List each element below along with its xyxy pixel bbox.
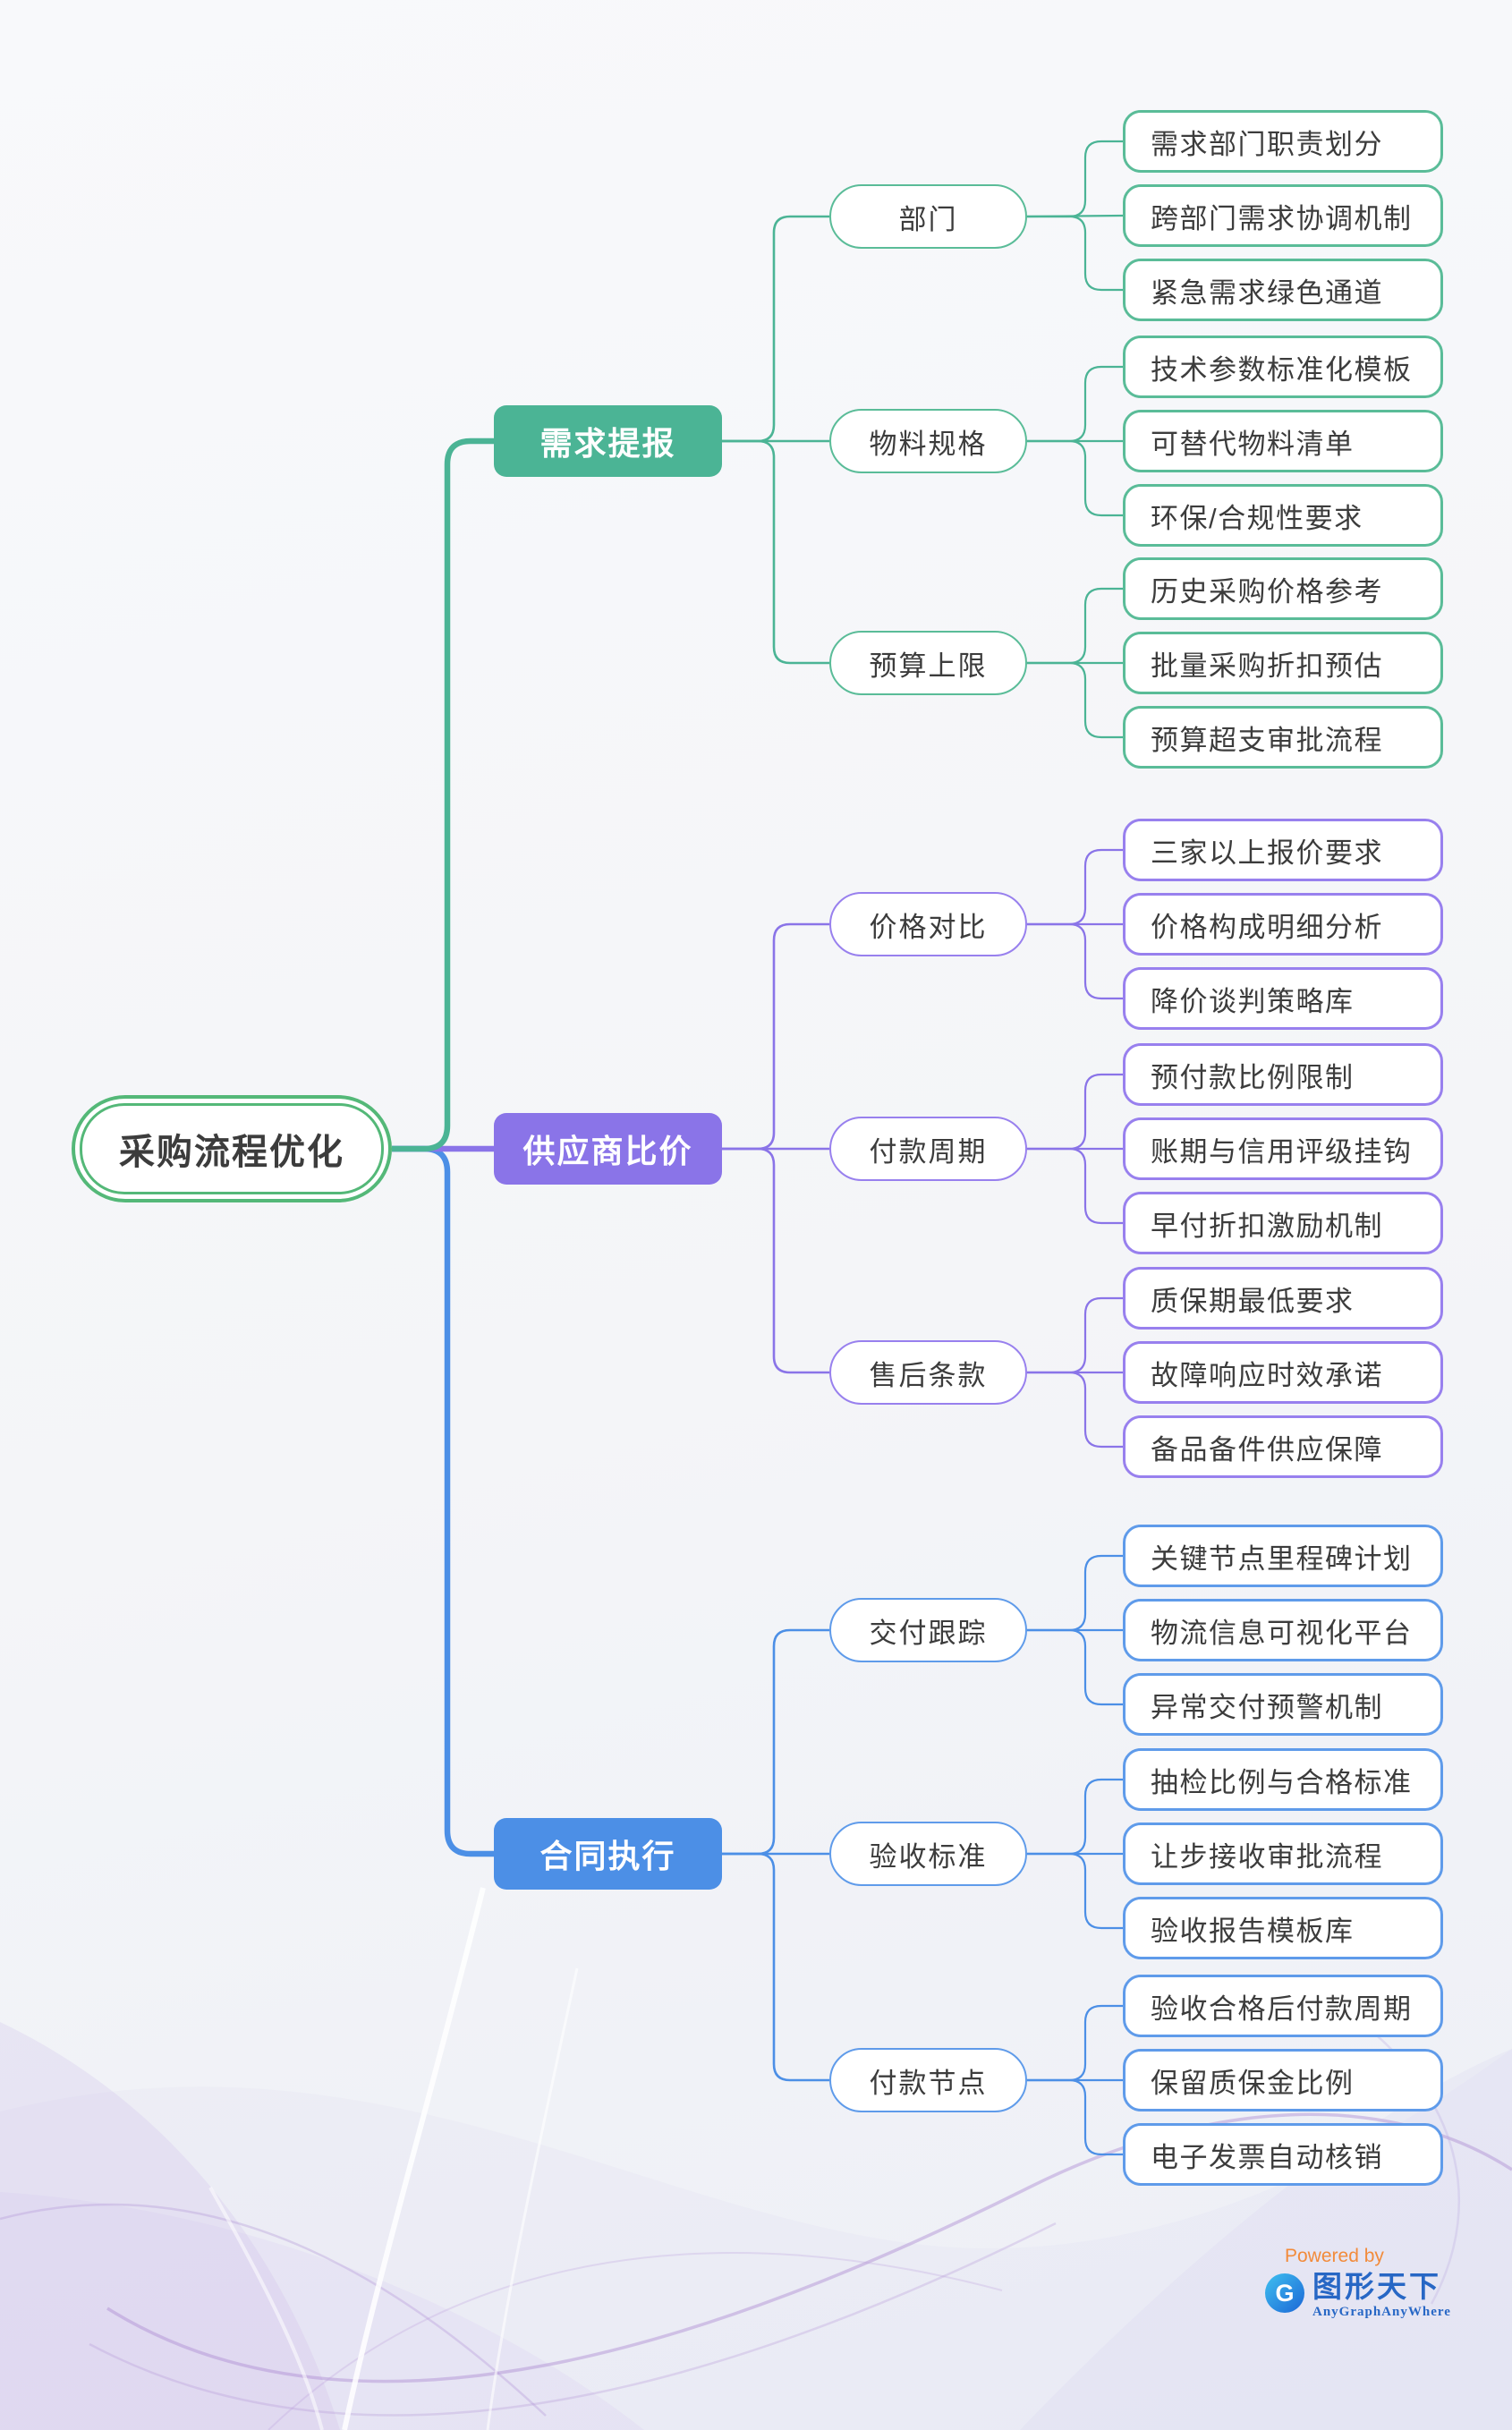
leaf-label: 价格构成明细分析 [1151,911,1383,943]
brand-name: 图形天下 [1312,2270,1441,2303]
leaf-node[interactable]: 三家以上报价要求 [1123,819,1443,881]
leaf-label: 验收报告模板库 [1151,1915,1355,1947]
leaf-node[interactable]: 预付款比例限制 [1123,1043,1443,1106]
topic-node[interactable]: 验收标准 [829,1822,1027,1886]
leaf-label: 保留质保金比例 [1151,2067,1355,2099]
leaf-label: 物流信息可视化平台 [1151,1617,1413,1649]
leaf-node[interactable]: 降价谈判策略库 [1123,967,1443,1030]
leaf-node[interactable]: 质保期最低要求 [1123,1267,1443,1330]
leaf-node[interactable]: 技术参数标准化模板 [1123,336,1443,398]
branch-node[interactable]: 供应商比价 [494,1113,722,1185]
topic-label: 部门 [898,203,958,235]
leaf-label: 可替代物料清单 [1151,428,1355,460]
topic-node[interactable]: 部门 [829,184,1027,249]
leaf-label: 预付款比例限制 [1151,1061,1355,1093]
root-label: 采购流程优化 [80,1103,384,1194]
leaf-node[interactable]: 验收合格后付款周期 [1123,1975,1443,2037]
watermark[interactable]: Powered by G 图形天下 AnyGraphAnyWhere [1263,2246,1451,2320]
leaf-label: 抽检比例与合格标准 [1151,1766,1413,1798]
leaf-node[interactable]: 物流信息可视化平台 [1123,1599,1443,1661]
branch-label: 需求提报 [539,425,676,462]
topic-node[interactable]: 付款节点 [829,2048,1027,2112]
leaf-label: 需求部门职责划分 [1151,128,1383,160]
leaf-node[interactable]: 故障响应时效承诺 [1123,1341,1443,1404]
leaf-label: 关键节点里程碑计划 [1151,1542,1413,1575]
leaf-node[interactable]: 抽检比例与合格标准 [1123,1748,1443,1811]
topic-node[interactable]: 付款周期 [829,1117,1027,1181]
brand-subtitle: AnyGraphAnyWhere [1312,2305,1451,2319]
leaf-label: 账期与信用评级挂钩 [1151,1135,1413,1168]
branch-label: 合同执行 [539,1838,676,1874]
branch-label: 供应商比价 [522,1133,693,1169]
branch-node[interactable]: 合同执行 [494,1818,722,1890]
topic-label: 售后条款 [869,1359,988,1391]
leaf-label: 紧急需求绿色通道 [1151,276,1383,309]
leaf-node[interactable]: 关键节点里程碑计划 [1123,1525,1443,1587]
leaf-node[interactable]: 验收报告模板库 [1123,1897,1443,1959]
topic-node[interactable]: 售后条款 [829,1340,1027,1405]
leaf-node[interactable]: 电子发票自动核销 [1123,2123,1443,2186]
leaf-node[interactable]: 备品备件供应保障 [1123,1415,1443,1478]
leaf-label: 技术参数标准化模板 [1151,353,1413,386]
leaf-node[interactable]: 异常交付预警机制 [1123,1673,1443,1736]
leaf-label: 质保期最低要求 [1151,1285,1355,1317]
logo-letter: G [1275,2280,1294,2307]
topic-node[interactable]: 价格对比 [829,892,1027,956]
leaf-label: 批量采购折扣预估 [1151,650,1383,682]
leaf-node[interactable]: 预算超支审批流程 [1123,706,1443,769]
leaf-node[interactable]: 让步接收审批流程 [1123,1822,1443,1885]
topic-label: 验收标准 [869,1840,988,1873]
topic-label: 付款周期 [869,1135,988,1168]
leaf-label: 跨部门需求协调机制 [1151,202,1413,234]
topic-label: 物料规格 [869,428,988,460]
leaf-node[interactable]: 早付折扣激励机制 [1123,1192,1443,1254]
topic-node[interactable]: 预算上限 [829,631,1027,695]
leaf-label: 备品备件供应保障 [1151,1433,1383,1466]
topic-label: 付款节点 [869,2067,988,2099]
leaf-node[interactable]: 价格构成明细分析 [1123,893,1443,956]
leaf-node[interactable]: 批量采购折扣预估 [1123,632,1443,694]
leaf-label: 降价谈判策略库 [1151,985,1355,1017]
topic-node[interactable]: 交付跟踪 [829,1598,1027,1662]
topic-label: 价格对比 [869,911,988,943]
leaf-label: 历史采购价格参考 [1151,575,1383,608]
root-node[interactable]: 采购流程优化 [72,1095,392,1202]
anygraph-logo-icon: G [1265,2273,1304,2313]
leaf-node[interactable]: 跨部门需求协调机制 [1123,184,1443,247]
leaf-node[interactable]: 账期与信用评级挂钩 [1123,1117,1443,1180]
leaf-node[interactable]: 需求部门职责划分 [1123,110,1443,173]
leaf-label: 电子发票自动核销 [1151,2141,1383,2173]
leaf-node[interactable]: 历史采购价格参考 [1123,557,1443,620]
topic-node[interactable]: 物料规格 [829,409,1027,473]
leaf-label: 故障响应时效承诺 [1151,1359,1383,1391]
branch-node[interactable]: 需求提报 [494,405,722,477]
leaf-label: 预算超支审批流程 [1151,724,1383,756]
powered-by-label: Powered by [1285,2246,1384,2266]
leaf-label: 验收合格后付款周期 [1151,1992,1413,2025]
leaf-label: 早付折扣激励机制 [1151,1210,1383,1242]
leaf-label: 让步接收审批流程 [1151,1840,1383,1873]
leaf-label: 环保/合规性要求 [1151,502,1363,534]
topic-label: 交付跟踪 [869,1617,988,1649]
leaf-node[interactable]: 保留质保金比例 [1123,2049,1443,2111]
leaf-node[interactable]: 紧急需求绿色通道 [1123,259,1443,321]
leaf-node[interactable]: 可替代物料清单 [1123,410,1443,472]
topic-label: 预算上限 [869,650,988,682]
leaf-label: 异常交付预警机制 [1151,1691,1383,1723]
leaf-node[interactable]: 环保/合规性要求 [1123,484,1443,547]
leaf-label: 三家以上报价要求 [1151,837,1383,869]
